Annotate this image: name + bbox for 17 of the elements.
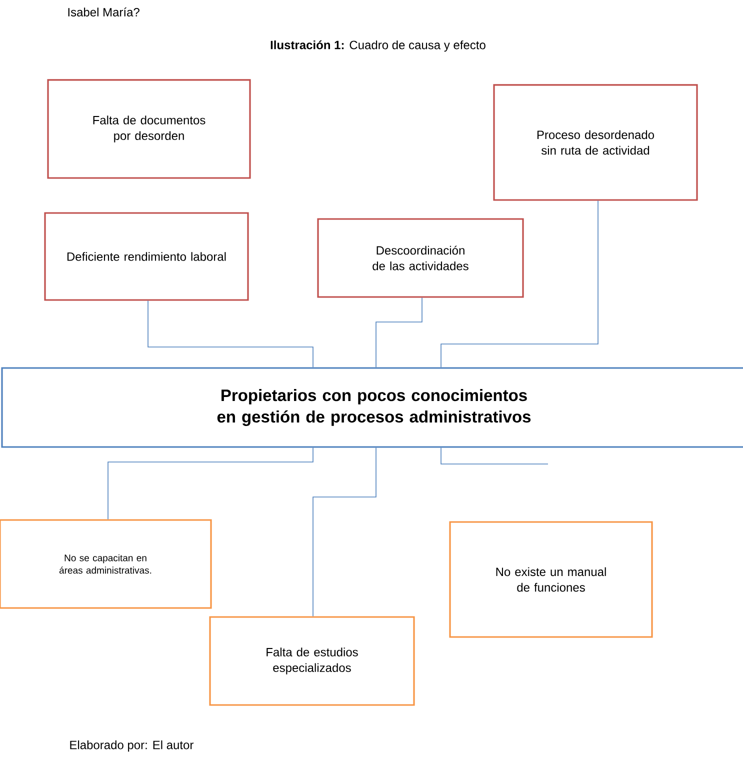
cause-box: Falta de documentos por desorden: [47, 79, 251, 179]
connector-line: [376, 297, 422, 368]
cause-box: Descoordinación de las actividades: [317, 218, 524, 298]
connector-line: [148, 300, 314, 368]
cause-box: Deficiente rendimiento laboral: [44, 212, 249, 301]
problem-box: Propietarios con pocos conocimientos en gestión de procesos administrativos: [1, 367, 743, 448]
connector-line: [312, 447, 376, 617]
cause-box: Proceso desordenado sin ruta de actividad: [493, 84, 698, 201]
figure-caption: Elaborado por: El autor: [70, 740, 194, 752]
connector-line: [440, 200, 598, 368]
effect-box: No existe un manual de funciones: [449, 521, 653, 638]
effect-box: No se capacitan en áreas administrativas.: [0, 519, 212, 609]
connector-line: [108, 447, 314, 520]
connector-line: [440, 447, 548, 464]
note-text: Isabel María?: [68, 8, 140, 16]
effect-box: Falta de estudios especializados: [209, 616, 415, 706]
figure-title: Ilustración 1: Cuadro de causa y efecto: [270, 40, 486, 52]
